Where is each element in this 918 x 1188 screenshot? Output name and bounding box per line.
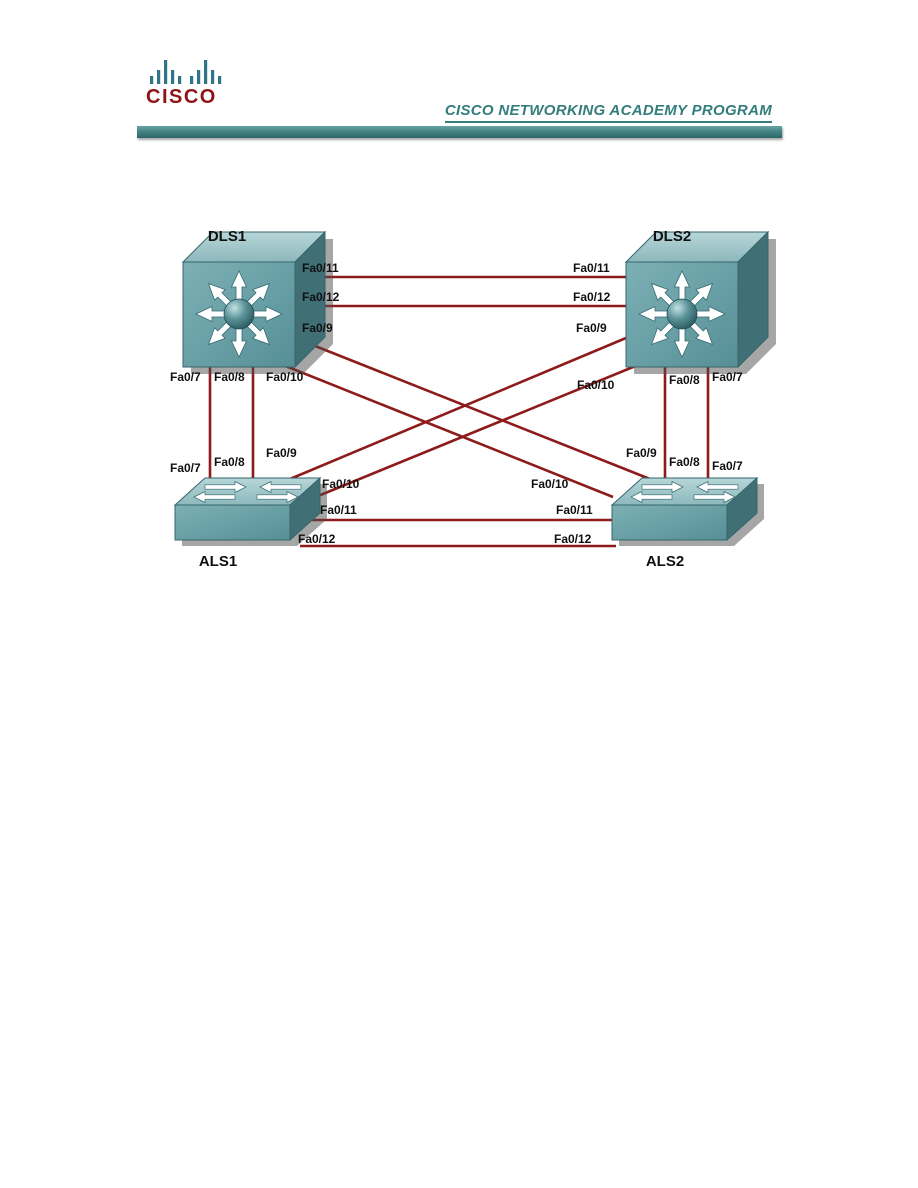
cisco-logo-text: CISCO xyxy=(146,86,217,108)
port-label-dls2-fa0-8: Fa0/8 xyxy=(669,373,700,387)
workgroup-switch-icon-als2 xyxy=(611,477,765,547)
port-label-dls2-fa0-7: Fa0/7 xyxy=(712,370,743,384)
cisco-bridge-icon xyxy=(150,60,222,84)
cisco-logo: CISCO xyxy=(146,56,236,109)
device-label-als2: ALS2 xyxy=(646,553,684,570)
link-dls1-als2-fa0-10 xyxy=(282,363,614,499)
program-title: CISCO NETWORKING ACADEMY PROGRAM xyxy=(444,102,772,123)
port-label-dls2-fa0-11: Fa0/11 xyxy=(573,261,610,275)
device-label-dls2: DLS2 xyxy=(653,228,691,245)
port-label-dls1-fa0-11: Fa0/11 xyxy=(302,261,339,275)
port-label-als1-fa0-7: Fa0/7 xyxy=(170,461,201,475)
port-label-als1-fa0-11: Fa0/11 xyxy=(320,503,357,517)
multilayer-switch-icon-dls2 xyxy=(626,232,776,374)
link-dls2-als1-fa0-9 xyxy=(289,336,627,481)
topology-diagram: DLS1 DLS2 ALS1 ALS2 Fa0/11 Fa0/12 Fa0/9 … xyxy=(170,228,918,570)
port-label-dls1-fa0-10: Fa0/10 xyxy=(266,370,304,384)
port-label-als1-fa0-12: Fa0/12 xyxy=(298,532,336,546)
port-label-als2-fa0-12: Fa0/12 xyxy=(554,532,592,546)
port-label-als1-fa0-9: Fa0/9 xyxy=(266,446,297,460)
device-label-dls1: DLS1 xyxy=(208,228,246,245)
port-label-dls2-fa0-9: Fa0/9 xyxy=(576,321,607,335)
port-label-als1-fa0-8: Fa0/8 xyxy=(214,455,245,469)
port-label-als2-fa0-8: Fa0/8 xyxy=(669,455,700,469)
port-label-als2-fa0-7: Fa0/7 xyxy=(712,459,743,473)
topology-links xyxy=(208,275,710,548)
link-dls1-als2-fa0-9 xyxy=(294,336,651,481)
device-label-als1: ALS1 xyxy=(199,553,237,570)
port-label-als2-fa0-11: Fa0/11 xyxy=(556,503,593,517)
port-label-als2-fa0-9: Fa0/9 xyxy=(626,446,657,460)
port-label-dls1-fa0-7: Fa0/7 xyxy=(170,370,201,384)
port-label-dls2-fa0-10: Fa0/10 xyxy=(577,378,615,392)
link-dls2-als1-fa0-10 xyxy=(317,363,639,498)
port-label-als2-fa0-10: Fa0/10 xyxy=(531,477,569,491)
port-label-dls1-fa0-8: Fa0/8 xyxy=(214,370,245,384)
header-divider-bar xyxy=(137,126,782,138)
port-label-dls2-fa0-12: Fa0/12 xyxy=(573,290,611,304)
port-label-dls1-fa0-9: Fa0/9 xyxy=(302,321,333,335)
port-label-dls1-fa0-12: Fa0/12 xyxy=(302,290,340,304)
port-label-als1-fa0-10: Fa0/10 xyxy=(322,477,360,491)
